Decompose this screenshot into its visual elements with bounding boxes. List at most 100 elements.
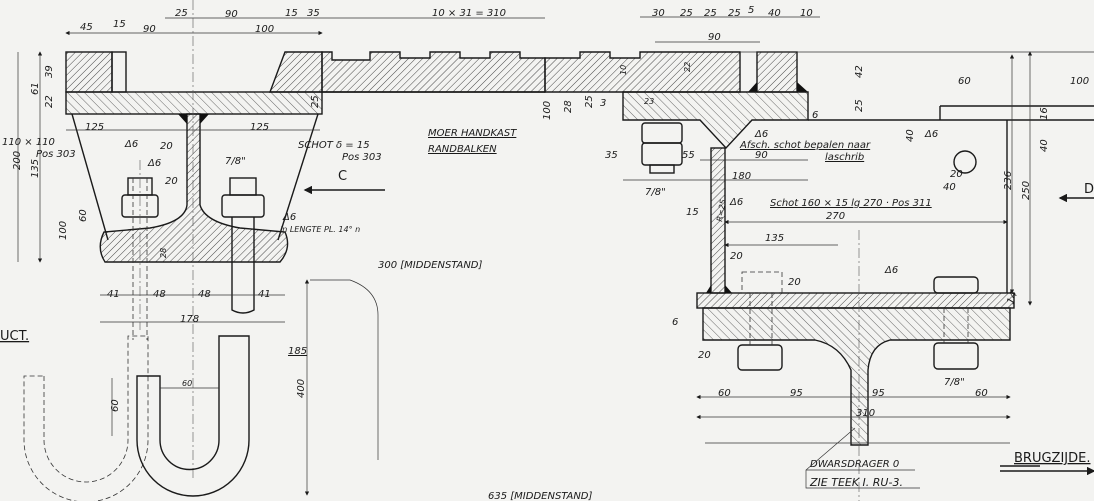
weld-label: Δ6 xyxy=(924,129,938,140)
dim-label: 60 xyxy=(718,388,731,399)
dim-label: 16 xyxy=(1039,107,1050,120)
dim-label: Pos 303 xyxy=(36,149,76,160)
dim-label: 100 xyxy=(255,24,274,35)
dim-label: 60 xyxy=(975,388,988,399)
dim-label: 10 xyxy=(619,65,628,75)
edge-plank xyxy=(756,51,798,93)
bearing-plate xyxy=(696,292,1015,309)
dim-label: 30 xyxy=(652,8,665,19)
dim-label: 90 xyxy=(708,32,721,43)
weld-label: Δ6 xyxy=(754,129,768,140)
dim-label: 6 xyxy=(672,317,678,328)
dim-label: 178 xyxy=(180,314,199,325)
dim-label: 42 xyxy=(854,65,865,78)
tee-flange xyxy=(622,91,809,150)
dim-label: 25 xyxy=(584,95,595,108)
dim-label: 22 xyxy=(44,95,55,108)
dim-label: 35 xyxy=(307,8,320,19)
construction-label: UCT. xyxy=(0,329,29,344)
middenstand-note: 635 [MIDDENSTAND] xyxy=(488,491,593,501)
schot-note: SCHOT δ = 15 xyxy=(298,140,370,151)
u-bolt-detail xyxy=(23,279,379,501)
rail-profile xyxy=(99,113,289,263)
dim-label: 100 xyxy=(1070,76,1089,87)
section-mark: D xyxy=(1084,182,1094,197)
grooved-deck-plank xyxy=(321,51,546,93)
dim-label: 90 xyxy=(755,150,768,161)
dim-label: 400 xyxy=(296,379,307,398)
dim-label: 20 xyxy=(788,277,801,288)
section-mark: C xyxy=(338,169,347,184)
dim-label: 45 xyxy=(80,22,93,33)
dim-label: 60 xyxy=(110,399,121,412)
bolt-hole xyxy=(953,150,977,174)
dim-label: 10 × 31 = 310 xyxy=(432,8,506,19)
middenstand-note: 300 [MIDDENSTAND] xyxy=(378,260,483,271)
dim-label: 25 xyxy=(728,8,741,19)
dim-label: 23 xyxy=(644,97,654,106)
bolt-right xyxy=(221,177,265,314)
cross-girder-detail xyxy=(696,230,1094,501)
dim-label: 60 xyxy=(78,209,89,222)
deck-plank-mid xyxy=(268,51,323,93)
dim-label: 40 xyxy=(943,182,956,193)
dim-label: 236 xyxy=(1003,171,1014,190)
weld-label: Δ6 xyxy=(282,212,296,223)
dim-label: 35 xyxy=(605,150,618,161)
bolt-lower-right xyxy=(933,276,979,370)
weld-label: Δ6 xyxy=(729,197,743,208)
dim-label: 185 xyxy=(288,346,307,357)
dim-label: 25 xyxy=(680,8,693,19)
dim-label: 270 xyxy=(826,211,845,222)
moer-note: RANDBALKEN xyxy=(428,144,497,155)
dim-label: 61 xyxy=(30,82,41,95)
dim-label: 55 xyxy=(682,150,695,161)
dim-label: 25 xyxy=(704,8,717,19)
dim-label: 15 xyxy=(686,207,699,218)
base-plate xyxy=(65,91,323,115)
dim-label: 25 xyxy=(854,99,865,112)
dwarsdrager-note: DWARSDRAGER 0 xyxy=(810,459,899,470)
dim-label: 6 xyxy=(812,110,818,121)
dim-label: 95 xyxy=(790,388,803,399)
right-deck-section xyxy=(544,16,1094,306)
right-dimensions: 42 25 60 100 6 Δ6 90 35 55 180 7/8" Δ6 4… xyxy=(542,62,1094,244)
dim-label: 10 xyxy=(800,8,813,19)
weld-label: Δ6 xyxy=(124,139,138,150)
dim-label: 40 xyxy=(1039,139,1050,152)
dim-label: 100 xyxy=(58,221,69,240)
dim-label: 48 xyxy=(198,289,211,300)
dim-label: 15 xyxy=(113,19,126,30)
dim-label: 60 xyxy=(958,76,971,87)
dim-label: 20 xyxy=(160,141,173,152)
left-deck-section xyxy=(17,0,546,480)
dim-label: 20 xyxy=(730,251,743,262)
weld-note: in LENGTE PL. 14° n xyxy=(280,225,360,234)
dim-label: 41 xyxy=(258,289,271,300)
dim-label: 135 xyxy=(765,233,784,244)
dim-label: 125 xyxy=(250,122,269,133)
dim-label: 7/8" xyxy=(944,377,965,388)
dim-label: 14 xyxy=(1005,290,1020,306)
top-dimensions: 45 15 90 25 90 100 15 35 10 × 31 = 310 3… xyxy=(80,5,813,43)
dim-label: 110 × 110 xyxy=(2,137,55,148)
dim-label: 40 xyxy=(905,129,916,142)
filler-strip xyxy=(111,51,127,93)
dim-label: 15 xyxy=(285,8,298,19)
dim-label: 90 xyxy=(143,24,156,35)
weld-label: Δ6 xyxy=(884,265,898,276)
dim-label: 5 xyxy=(748,5,754,16)
dim-label: 310 xyxy=(856,408,875,419)
dim-label: 20 xyxy=(165,176,178,187)
bolt-top-right xyxy=(641,122,683,174)
dim-label: 20 xyxy=(698,350,711,361)
dim-label: 60 xyxy=(182,379,192,388)
dim-label: 135 xyxy=(30,159,41,178)
dim-label: 95 xyxy=(872,388,885,399)
afschuining-note: Afsch. schot bepalen naar xyxy=(739,140,871,151)
dim-label: 7/8" xyxy=(645,187,666,198)
dim-label: 28 xyxy=(159,248,168,258)
dim-label: 39 xyxy=(44,65,55,78)
middle-notes: SCHOT δ = 15 Pos 303 C MOER HANDKAST RAN… xyxy=(280,128,593,501)
